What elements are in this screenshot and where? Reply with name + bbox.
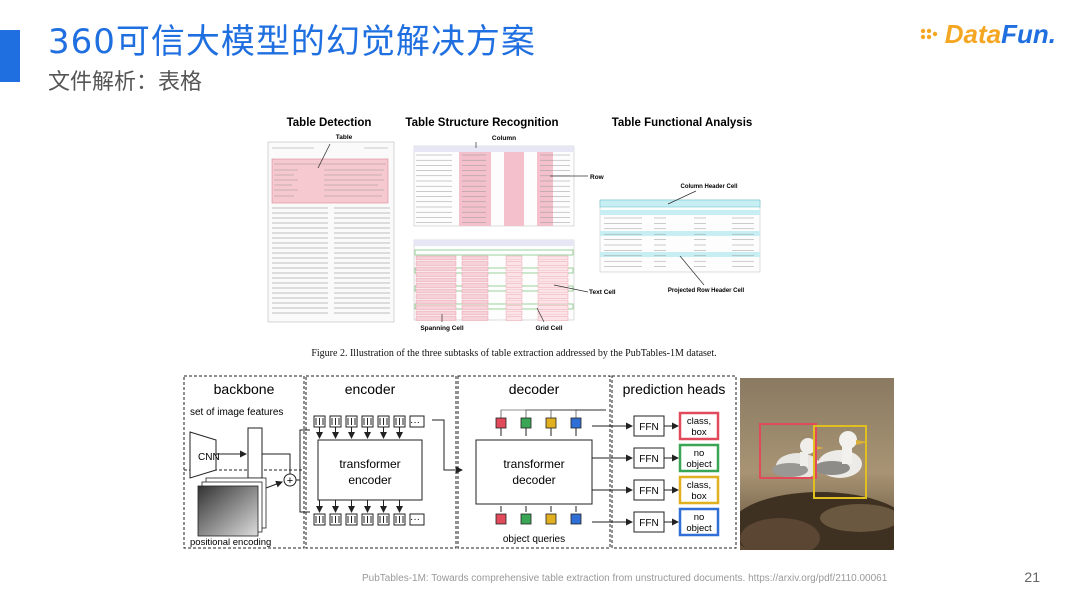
document-page-thumbnail — [267, 141, 395, 323]
prediction-heads-section — [611, 375, 737, 549]
logo-dots-icon — [920, 28, 937, 40]
ffn-label: FFN — [639, 422, 658, 433]
encoder-top-ellipsis: ··· — [410, 417, 420, 428]
transformer-decoder-box — [475, 439, 593, 505]
detr-architecture-figure: backbone encoder decoder prediction head… — [182, 374, 738, 552]
seagulls-detection-photo — [740, 378, 894, 550]
prediction-output-box — [678, 475, 720, 505]
prediction-output-line1: no — [694, 448, 705, 459]
page-number: 21 — [1024, 569, 1040, 585]
footer-citation: PubTables-1M: Towards comprehensive tabl… — [362, 573, 888, 584]
prediction-output-box — [678, 507, 720, 537]
prediction-output-line1: class, — [687, 416, 711, 427]
prediction-output-box — [678, 443, 720, 473]
backbone-subtitle: set of image features — [190, 407, 283, 418]
label-spanning-cell: Spanning Cell — [420, 325, 464, 332]
slide-subtitle: 文件解析：表格 — [48, 70, 203, 95]
object-queries-label: object queries — [503, 534, 565, 545]
panel-title-functional: Table Functional Analysis — [612, 117, 753, 129]
object-query-square — [545, 513, 557, 525]
backbone-section — [183, 375, 305, 549]
cnn-block — [189, 431, 217, 479]
prediction-output-line2: box — [691, 427, 707, 438]
prediction-output-line2: object — [686, 523, 712, 534]
object-query-square — [570, 513, 582, 525]
title-accent-bar — [0, 30, 20, 82]
section-title-encoder: encoder — [345, 381, 396, 397]
label-text-cell: Text Cell — [589, 289, 616, 296]
label-row: Row — [590, 174, 605, 181]
label-projected-row-header-cell: Projected Row Header Cell — [668, 288, 745, 294]
functional-table — [599, 199, 761, 273]
positional-encoding-stack — [197, 477, 267, 537]
section-title-decoder: decoder — [509, 381, 560, 397]
ffn-label: FFN — [639, 486, 658, 497]
object-query-square — [570, 417, 582, 429]
label-table: Table — [336, 134, 353, 141]
encoder-bottom-ellipsis: ··· — [410, 514, 420, 525]
decoder-box-line2: decoder — [512, 473, 555, 487]
section-title-backbone: backbone — [214, 381, 275, 397]
panel-title-detection: Table Detection — [287, 117, 372, 129]
prediction-output-box — [678, 411, 720, 441]
detr-architecture-diagram: backbone encoder decoder prediction head… — [183, 375, 737, 549]
structure-table-cells — [413, 239, 575, 321]
ffn-label: FFN — [639, 518, 658, 529]
figure-caption: Figure 2. Illustration of the three subt… — [311, 348, 717, 359]
object-query-square — [495, 513, 507, 525]
prediction-output-line2: box — [691, 491, 707, 502]
object-query-square — [495, 417, 507, 429]
cnn-label: CNN — [198, 452, 220, 463]
encoder-box-line2: encoder — [348, 473, 391, 487]
decoder-section — [457, 375, 611, 549]
decoder-box-line1: transformer — [503, 457, 564, 471]
table-extraction-figure: Table Detection Table Structure Recognit… — [254, 110, 774, 362]
logo-text-data: Data — [944, 18, 1002, 49]
prediction-output-line1: no — [694, 512, 705, 523]
prediction-output-line1: class, — [687, 480, 711, 491]
section-title-prediction-heads: prediction heads — [623, 381, 726, 397]
object-query-square — [520, 513, 532, 525]
detection-box-yellow — [813, 425, 867, 499]
label-column: Column — [492, 135, 516, 142]
structure-table-columns — [413, 145, 575, 227]
label-grid-cell: Grid Cell — [535, 325, 562, 332]
prediction-output-line2: object — [686, 459, 712, 470]
slide-title: 360可信大模型的幻觉解决方案 — [48, 22, 536, 62]
table-extraction-diagram: Table Detection Table Structure Recognit… — [267, 117, 761, 332]
encoder-box-line1: transformer — [339, 457, 400, 471]
object-query-square — [545, 417, 557, 429]
panel-title-structure: Table Structure Recognition — [405, 117, 558, 129]
label-column-header-cell: Column Header Cell — [680, 184, 737, 190]
logo-text-fun: Fun. — [1001, 18, 1056, 49]
detection-box-red — [759, 423, 817, 479]
transformer-encoder-box — [317, 439, 423, 501]
feature-map — [247, 427, 263, 479]
encoder-section — [305, 375, 457, 549]
plus-sign: + — [287, 475, 293, 487]
ffn-label: FFN — [639, 454, 658, 465]
positional-encoding-label: positional encoding — [190, 537, 271, 548]
table-pointer-line — [317, 143, 331, 169]
object-query-square — [520, 417, 532, 429]
